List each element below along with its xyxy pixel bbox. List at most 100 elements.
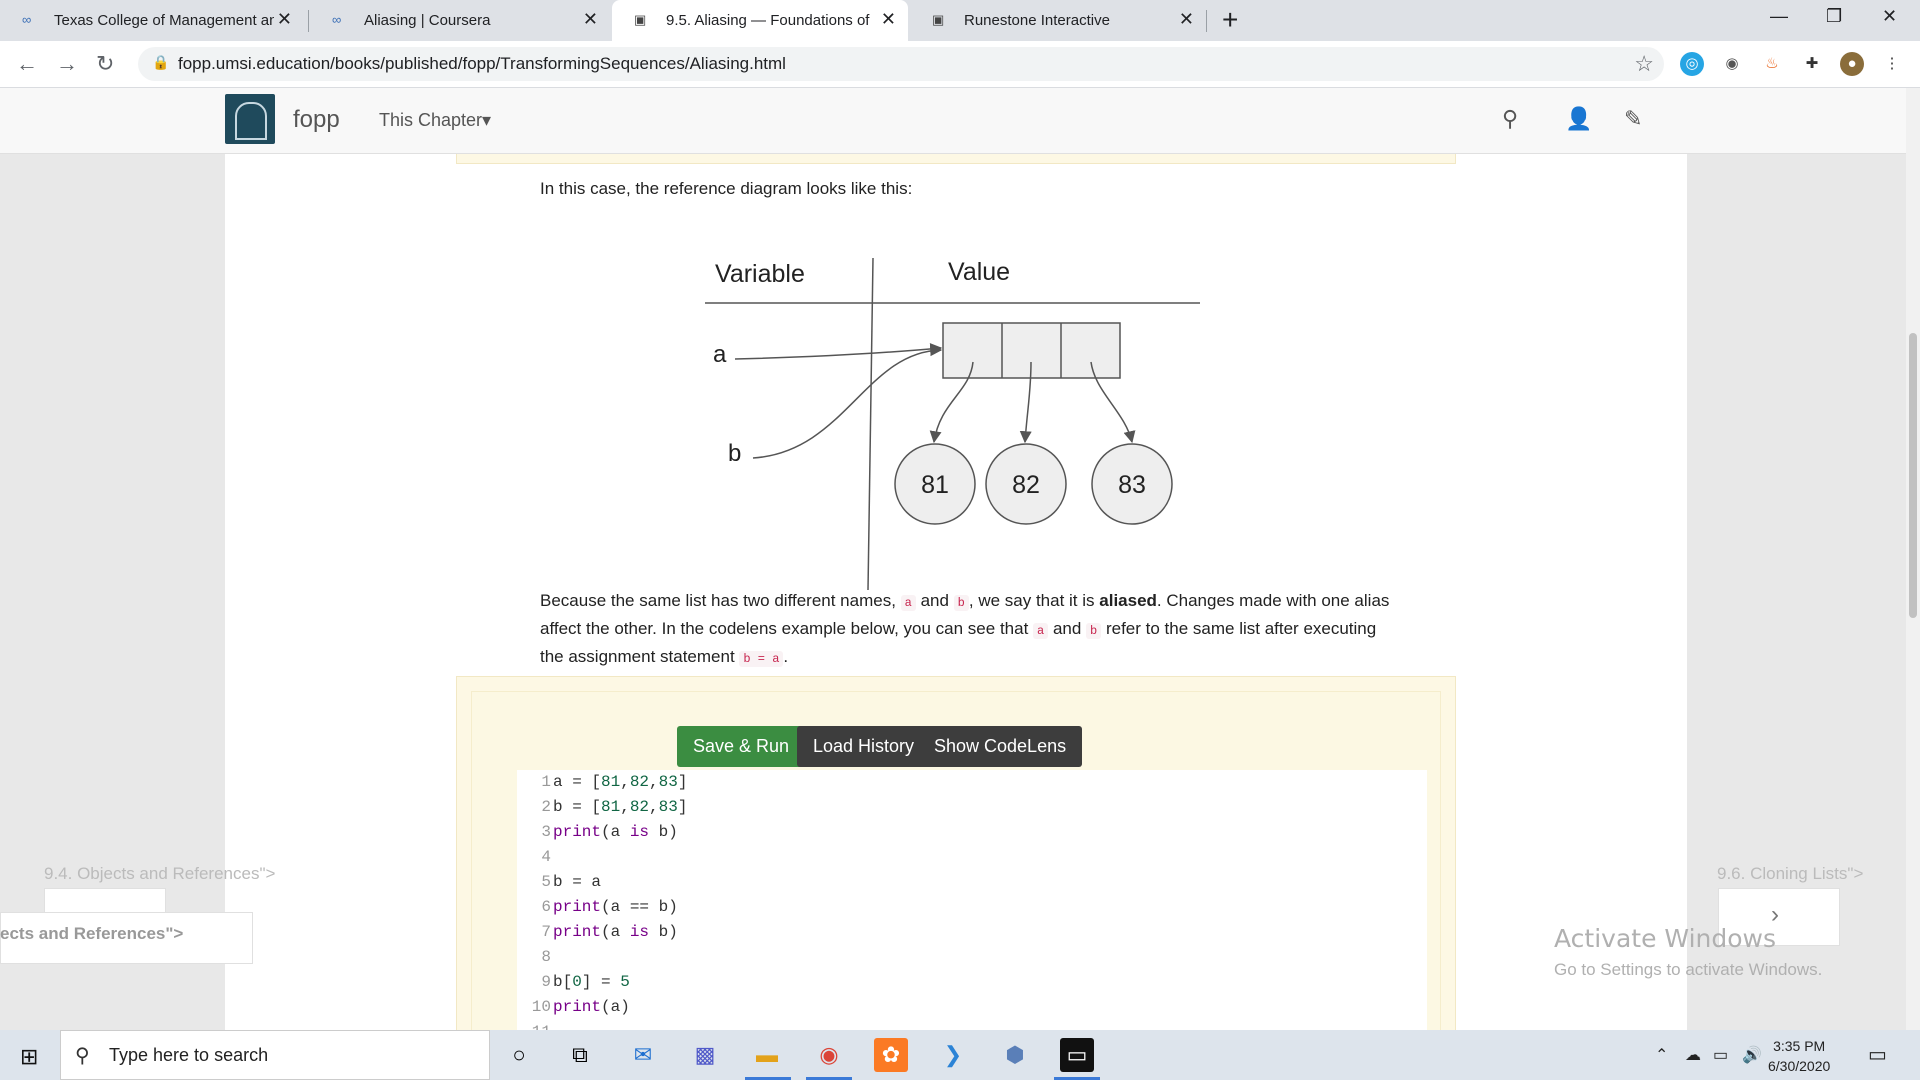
runestone-page-icon: ▣ — [932, 12, 945, 27]
terminal-icon[interactable]: ▭ — [1060, 1038, 1094, 1072]
tray-chevron-up-icon[interactable]: ⌃ — [1655, 1047, 1669, 1064]
code-text[interactable]: a = [81,82,83] — [553, 773, 688, 791]
tab-label: 9.5. Aliasing — Foundations of Py — [666, 12, 870, 29]
inline-code-a: a — [900, 595, 916, 611]
extension-flame-icon[interactable]: ♨ — [1765, 55, 1779, 72]
activate-windows-title: Activate Windows — [1554, 924, 1776, 953]
chrome-icon[interactable]: ◉ — [819, 1042, 839, 1067]
taskbar-clock[interactable]: 3:35 PM 6/30/2020 — [1768, 1036, 1830, 1076]
tab-texas-college[interactable]: ∞ Texas College of Management an ✕ — [0, 0, 304, 41]
extension-blue-icon[interactable]: ◎ — [1680, 52, 1704, 76]
code-text[interactable]: print(a is b) — [553, 923, 678, 941]
extension-mask-icon[interactable]: ◉ — [1725, 55, 1739, 72]
code-text[interactable]: print(a) — [553, 998, 630, 1016]
close-icon[interactable]: ✕ — [1178, 9, 1194, 29]
coursera-infinity-icon: ∞ — [332, 12, 342, 27]
xampp-icon[interactable]: ✿ — [874, 1038, 908, 1072]
windows-taskbar: ⊞ ⚲ Type here to search ○ ⧉ ✉ ▩ ▬ ◉ ✿ ❯ … — [0, 1030, 1920, 1080]
clock-time: 3:35 PM — [1773, 1038, 1826, 1054]
value-label-81: 81 — [921, 471, 949, 499]
line-number: 11 — [517, 1020, 551, 1030]
extensions-puzzle-icon[interactable]: ✚ — [1805, 55, 1819, 72]
show-codelens-button[interactable]: Show CodeLens — [918, 726, 1083, 767]
virtualbox-icon[interactable]: ⬢ — [1005, 1042, 1025, 1067]
close-icon[interactable]: ✕ — [276, 9, 292, 29]
search-icon[interactable]: ⚲ — [1502, 106, 1519, 131]
page-scrollbar[interactable] — [1906, 88, 1920, 1030]
tab-label: Runestone Interactive — [964, 12, 1110, 29]
main-content: In this case, the reference diagram look… — [225, 154, 1687, 1030]
code-text[interactable]: b = [81,82,83] — [553, 798, 688, 816]
taskbar-search[interactable]: ⚲ Type here to search — [60, 1030, 490, 1080]
value-label-82: 82 — [1012, 471, 1040, 499]
close-icon[interactable]: ✕ — [582, 9, 598, 29]
prev-page-tooltip: ects and References"> — [0, 924, 184, 943]
diagram-var-b: b — [728, 440, 741, 467]
taskbar-search-placeholder[interactable]: Type here to search — [109, 1045, 269, 1065]
page-viewport: fopp This Chapter▾ ⚲ 👤 ✎ In this case, t… — [0, 88, 1920, 1030]
save-run-button[interactable]: Save & Run — [677, 726, 806, 767]
profile-avatar-icon[interactable]: ● — [1840, 52, 1864, 76]
inline-code-a: a — [1033, 623, 1049, 639]
brand-link[interactable]: fopp — [293, 106, 340, 133]
value-circle-82 — [985, 443, 1067, 525]
reload-icon[interactable]: ↻ — [96, 51, 115, 76]
file-explorer-icon[interactable]: ▬ — [756, 1042, 778, 1067]
mail-icon[interactable]: ✉ — [633, 1042, 653, 1067]
runestone-page-icon: ▣ — [634, 12, 647, 27]
next-page-button[interactable]: › — [1718, 888, 1840, 946]
vscode-icon[interactable]: ❯ — [943, 1042, 963, 1067]
para-text: refer to the same list after executing t… — [540, 619, 1377, 666]
window-close-icon[interactable]: ✕ — [1882, 6, 1898, 26]
code-text[interactable]: b[0] = 5 — [553, 973, 630, 991]
tab-aliasing-coursera[interactable]: ∞ Aliasing | Coursera ✕ — [310, 0, 610, 41]
inline-code-b-equals-a: b = a — [739, 651, 784, 667]
arrow-cell1-to-81 — [929, 361, 974, 444]
this-chapter-dropdown[interactable]: This Chapter▾ — [379, 110, 492, 130]
battery-icon[interactable]: ▭ — [1713, 1047, 1729, 1064]
volume-icon[interactable]: 🔊 — [1742, 1047, 1762, 1064]
line-number: 2 — [541, 798, 551, 816]
value-circle-81 — [894, 443, 976, 525]
active-app-indicator — [745, 1077, 791, 1080]
edit-pencil-icon[interactable]: ✎ — [1624, 106, 1643, 131]
user-icon[interactable]: 👤 — [1565, 106, 1593, 131]
code-text[interactable]: print(a is b) — [553, 823, 678, 841]
close-icon[interactable]: ✕ — [880, 9, 896, 29]
code-text[interactable]: print(a == b) — [553, 898, 678, 916]
minimize-icon[interactable]: — — [1770, 6, 1788, 26]
notifications-icon[interactable]: ▭ — [1868, 1044, 1887, 1066]
diagram-col-variable: Variable — [715, 260, 805, 288]
forward-arrow-icon[interactable]: → — [56, 51, 78, 76]
teams-icon[interactable]: ▩ — [694, 1042, 716, 1067]
browser-menu-icon[interactable]: ⋮ — [1884, 55, 1900, 72]
url-omnibox[interactable]: 🔒 fopp.umsi.education/books/published/fo… — [138, 47, 1664, 81]
para-text: Because the same list has two different … — [540, 591, 901, 610]
code-text[interactable]: b = a — [553, 873, 602, 891]
previous-activecode-box-edge — [456, 154, 1456, 164]
windows-start-icon[interactable]: ⊞ — [20, 1044, 39, 1069]
arrow-cell3-to-83 — [1090, 361, 1136, 444]
tab-label: Aliasing | Coursera — [364, 12, 491, 29]
next-page-link[interactable]: 9.6. Cloning Lists"> — [1717, 864, 1864, 883]
para-text: and — [1048, 619, 1087, 638]
url-text[interactable]: fopp.umsi.education/books/published/fopp… — [178, 54, 786, 73]
task-view-icon[interactable]: ⧉ — [572, 1042, 588, 1067]
para-text: , we say that it is — [968, 591, 1100, 610]
scrollbar-thumb[interactable] — [1909, 333, 1917, 618]
line-number: 9 — [541, 973, 551, 991]
load-history-button[interactable]: Load History — [797, 726, 931, 767]
onedrive-icon[interactable]: ☁ — [1685, 1047, 1701, 1064]
runestone-logo[interactable] — [225, 94, 275, 144]
back-arrow-icon[interactable]: ← — [16, 51, 38, 76]
line-number: 3 — [541, 823, 551, 841]
new-tab-plus-icon[interactable]: + — [1222, 4, 1239, 35]
restore-icon[interactable]: ❐ — [1826, 6, 1843, 26]
prev-page-link[interactable]: 9.4. Objects and References"> — [44, 864, 276, 883]
tab-aliasing-fopp[interactable]: ▣ 9.5. Aliasing — Foundations of Py ✕ — [612, 0, 908, 41]
cortana-icon[interactable]: ○ — [512, 1042, 526, 1067]
tab-runestone[interactable]: ▣ Runestone Interactive ✕ — [910, 0, 1206, 41]
line-number: 8 — [541, 948, 551, 966]
bookmark-star-icon[interactable]: ☆ — [1634, 51, 1654, 76]
